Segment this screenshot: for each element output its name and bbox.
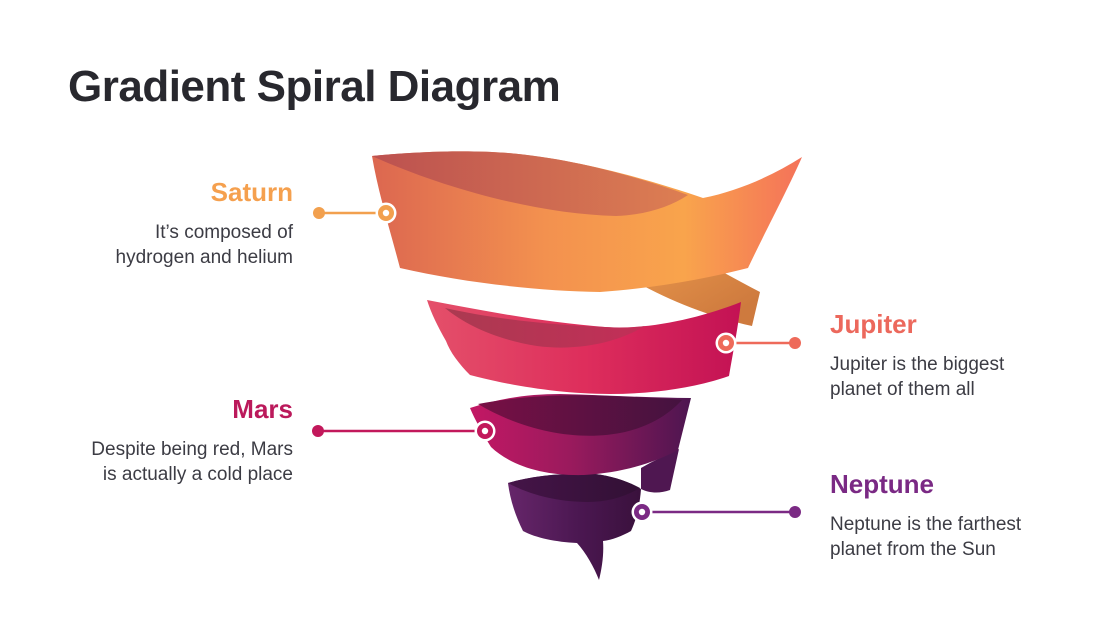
connector-neptune [631,501,801,523]
saturn-dot [313,207,325,219]
spiral-ribbon-jupiter-fold [445,308,645,348]
spiral-back-strip-mars [641,449,679,493]
mars-dot [312,425,324,437]
spiral-ribbon-mars-fold [478,395,682,436]
jupiter-description: Jupiter is the biggest planet of them al… [830,354,1005,400]
spiral-ribbon-neptune-fold [508,473,640,502]
jupiter-dot [789,337,801,349]
page-title: Gradient Spiral Diagram [68,62,561,111]
spiral-ribbon-saturn-fold [372,151,688,216]
connector-jupiter [715,332,801,354]
connector-saturn [313,202,397,224]
label-jupiter: Jupiter Jupiter is the biggest planet of… [830,308,1004,402]
neptune-description: Neptune is the farthest planet from the … [830,514,1022,560]
saturn-title: Saturn [210,177,293,207]
connector-mars [312,420,496,442]
neptune-title: Neptune [830,469,934,499]
jupiter-title: Jupiter [830,309,917,339]
neptune-dot [789,506,801,518]
label-saturn: Saturn It’s composed of hydrogen and hel… [116,176,293,270]
label-mars: Mars Despite being red, Mars is actually… [91,393,293,487]
neptune-ring-hole [638,508,646,516]
mars-description: Despite being red, Mars is actually a co… [91,439,293,485]
saturn-description: It’s composed of hydrogen and helium [115,222,293,268]
spiral-ribbon-neptune [508,473,641,580]
jupiter-ring-hole [722,339,730,347]
mars-title: Mars [232,394,293,424]
label-neptune: Neptune Neptune is the farthest planet f… [830,468,1021,562]
saturn-ring-hole [382,209,390,217]
mars-ring-hole [481,427,489,435]
